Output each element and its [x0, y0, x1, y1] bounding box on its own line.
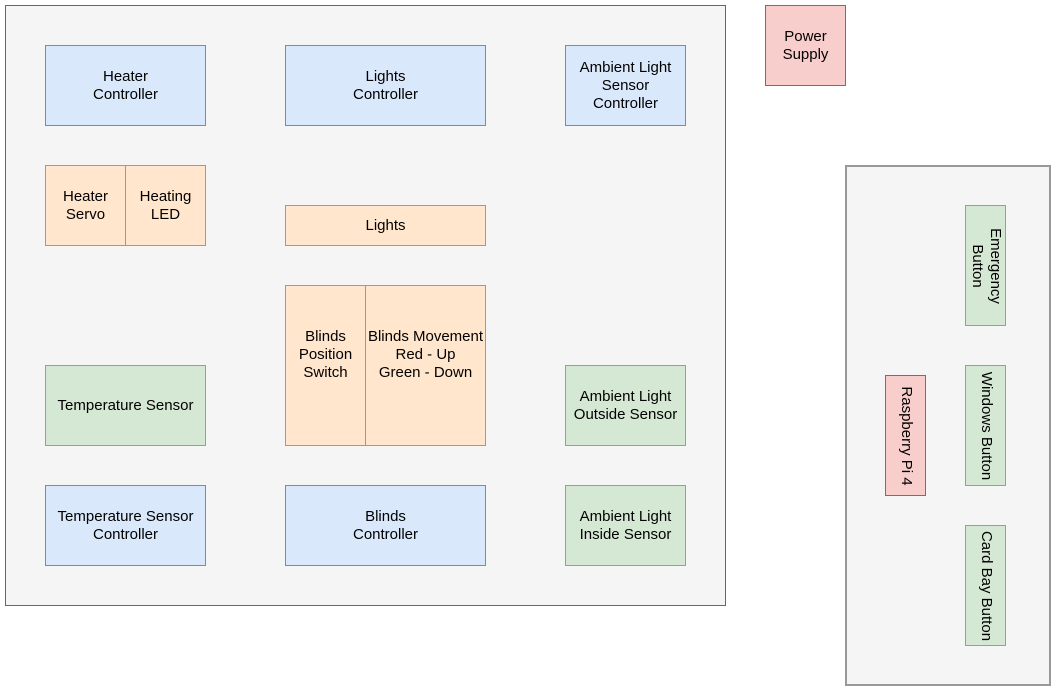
heater-servo-box: Heater Servo: [45, 165, 126, 246]
ambient-light-sensor-controller-box: Ambient Light Sensor Controller: [565, 45, 686, 126]
ambient-light-outside-sensor-box: Ambient Light Outside Sensor: [565, 365, 686, 446]
power-supply-box: Power Supply: [765, 5, 846, 86]
heater-controller-box: Heater Controller: [45, 45, 206, 126]
raspberry-pi-box: Raspberry Pi 4: [885, 375, 926, 496]
raspberry-pi-label: Raspberry Pi 4: [897, 385, 915, 486]
temperature-sensor-controller-box: Temperature Sensor Controller: [45, 485, 206, 566]
emergency-button-box: Emergency Button: [965, 205, 1006, 326]
side-panel: [845, 165, 1051, 686]
blinds-position-switch-box: Blinds Position Switch: [285, 285, 366, 446]
blinds-controller-box: Blinds Controller: [285, 485, 486, 566]
heating-led-box: Heating LED: [125, 165, 206, 246]
ambient-light-inside-sensor-box: Ambient Light Inside Sensor: [565, 485, 686, 566]
temperature-sensor-box: Temperature Sensor: [45, 365, 206, 446]
windows-button-box: Windows Button: [965, 365, 1006, 486]
lights-controller-box: Lights Controller: [285, 45, 486, 126]
lights-box: Lights: [285, 205, 486, 246]
card-bay-button-label: Card Bay Button: [977, 530, 995, 641]
emergency-button-label: Emergency Button: [968, 227, 1004, 304]
card-bay-button-box: Card Bay Button: [965, 525, 1006, 646]
windows-button-label: Windows Button: [977, 371, 995, 480]
blinds-movement-box: Blinds Movement Red - Up Green - Down: [365, 285, 486, 446]
